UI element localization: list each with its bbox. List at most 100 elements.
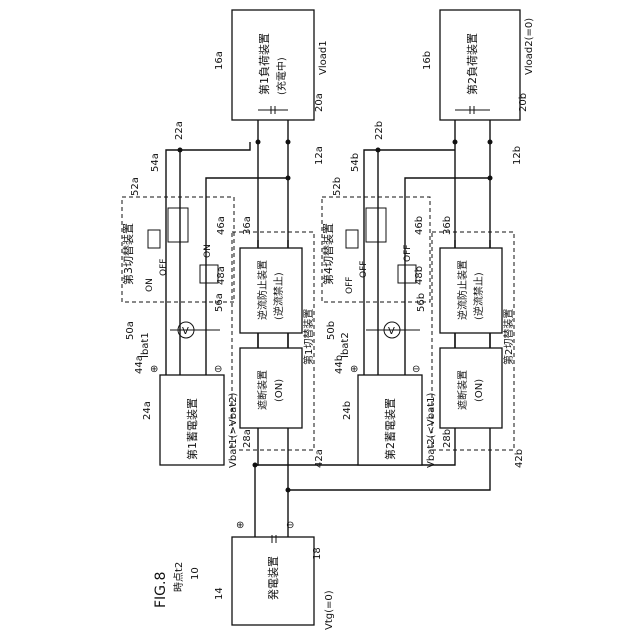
- switch4-off-label-b: OFF: [359, 261, 369, 278]
- load1-state: (充電中): [275, 57, 288, 95]
- load1-voltage: Vload1: [318, 40, 329, 75]
- storage2-minus: ⊖: [412, 364, 420, 375]
- line-ref-12b: 12b: [512, 146, 523, 165]
- load1-name: 第1負荷装置: [257, 33, 271, 95]
- storage2-name: 第2蓄電装置: [383, 398, 397, 460]
- switch3-off-label: OFF: [159, 259, 169, 276]
- figure-title: FIG.8: [153, 572, 169, 608]
- load1-cap-ref: 20a: [314, 93, 325, 112]
- breaker2-ref: 28b: [442, 429, 453, 448]
- switch3-ref-54a: 54a: [150, 153, 161, 172]
- storage1-voltage: Vbat1(>Vbat2): [228, 393, 239, 468]
- storage1-current-ref: 44a: [134, 355, 145, 374]
- switch3-ref-46a: 46a: [216, 216, 227, 235]
- junction-dot: [286, 140, 291, 145]
- line-ref-12a: 12a: [314, 146, 325, 165]
- switch3-frame: [122, 197, 234, 302]
- generator-name: 発電装置: [266, 556, 280, 600]
- switch4-name: 第4切替装置: [321, 223, 335, 285]
- switch3-on-label: ON: [145, 278, 155, 292]
- load2-voltage: Vload2(=0): [524, 18, 535, 75]
- switch2-block: 逆流防止装置 (逆流禁止) 36b 遮断装置 (ON) 28b 第2切替装置 4…: [432, 216, 525, 468]
- backflow2-state: (逆流禁止): [472, 272, 485, 320]
- figure-title-block: FIG.8 時点t2 10: [153, 562, 201, 608]
- load2-name: 第2負荷装置: [465, 33, 479, 95]
- storage1-minus: ⊖: [214, 364, 222, 375]
- storage1-block: 第1蓄電装置 24a Vbat1(>Vbat2): [142, 375, 239, 468]
- figure-number: 10: [190, 567, 201, 580]
- switch1-ref: 42a: [314, 449, 325, 468]
- generator-plus-symbol: ⊕: [236, 520, 244, 531]
- line-refs: 22a 12a 22b 12b: [174, 121, 523, 165]
- breaker1-box: [240, 348, 302, 428]
- switch4-frame: [322, 197, 430, 302]
- switch4-sw3-state: OFF: [403, 245, 413, 262]
- storage2-plus: ⊕: [350, 364, 358, 375]
- storage1-name: 第1蓄電装置: [185, 398, 199, 460]
- junction-dot: [453, 140, 458, 145]
- switch3-ref-48a: 48a: [216, 266, 227, 285]
- load2-ref: 16b: [422, 51, 433, 70]
- backflow2-box: [440, 248, 502, 333]
- load1-block: 第1負荷装置 (充電中) 16a Vload1 20a: [214, 10, 329, 120]
- voltmeter1-ref: 56a: [214, 293, 225, 312]
- generator-voltage: Vtg(=0): [324, 590, 335, 630]
- backflow1-box: [240, 248, 302, 333]
- storage1-current: Ibat1: [140, 332, 151, 358]
- switch3-sw3-state: ON: [203, 244, 213, 258]
- figure-subtitle: 時点t2: [173, 562, 185, 592]
- voltmeter2-ref: 56b: [416, 293, 427, 312]
- breaker2-name: 遮断装置: [456, 370, 469, 410]
- switch3-ref-52a: 52a: [130, 177, 141, 196]
- generator-ref: 14: [214, 587, 225, 600]
- breaker2-box: [440, 348, 502, 428]
- storage2-current: Ibat2: [340, 332, 351, 358]
- junction-dot: [488, 176, 493, 181]
- switch4-ref-48b: 48b: [414, 266, 425, 285]
- switch4-resistor: [346, 230, 358, 248]
- generator-cap-ref: 18: [312, 547, 323, 560]
- storage1-plus: ⊕: [150, 364, 158, 375]
- switch3-name: 第3切替装置: [121, 223, 135, 285]
- load1-box: [232, 10, 314, 120]
- breaker2-state: (ON): [474, 379, 485, 402]
- line-ref-22b: 22b: [374, 121, 385, 140]
- switch3-ref: 50a: [125, 321, 136, 340]
- switch4-ref-52b: 52b: [332, 177, 343, 196]
- load2-block: 第2負荷装置 16b Vload2(=0) 20b: [422, 10, 535, 120]
- switch3-resistor: [148, 230, 160, 248]
- switch4-ref: 50b: [326, 321, 337, 340]
- storage1-ref: 24a: [142, 401, 153, 420]
- load1-ref: 16a: [214, 51, 225, 70]
- voltmeter2-symbol: V: [388, 326, 395, 337]
- switch4-block: 第4切替装置 50b 52b 54b OFF OFF 46b OFF 48b: [321, 153, 430, 340]
- breaker1-state: (ON): [274, 379, 285, 402]
- breaker1-ref: 28a: [242, 429, 253, 448]
- storage2-current-ref: 44b: [334, 355, 345, 374]
- voltmeter1: V 56a: [178, 293, 225, 338]
- backflow2-name: 逆流防止装置: [456, 260, 469, 320]
- switch1-block-ref: 36a: [242, 216, 253, 235]
- switch1-name: 第1切替装置: [302, 309, 315, 365]
- junction-dot: [488, 140, 493, 145]
- generator-block: 発電装置 14 Vtg(=0) 18 ⊕ ⊖: [214, 520, 335, 630]
- switch2-block-ref: 36b: [442, 216, 453, 235]
- switch4-off-label-a: OFF: [345, 277, 355, 294]
- storage2-ref: 24b: [342, 401, 353, 420]
- switch2-ref: 42b: [514, 449, 525, 468]
- backflow1-name: 逆流防止装置: [256, 260, 269, 320]
- breaker1-name: 遮断装置: [256, 370, 269, 410]
- junction-dot: [253, 463, 258, 468]
- storage2-block: 第2蓄電装置 24b Vbat2(<Vbat1): [342, 375, 437, 468]
- switch2-name: 第2切替装置: [502, 309, 515, 365]
- backflow1-state: (逆流禁止): [272, 272, 285, 320]
- switch4-ref-46b: 46b: [414, 216, 425, 235]
- switch4-relay: [366, 208, 386, 242]
- junction-dot: [286, 176, 291, 181]
- junction-dot: [178, 148, 183, 153]
- junction-dot: [376, 148, 381, 153]
- load2-cap-ref: 20b: [518, 93, 529, 112]
- junction-dot: [286, 488, 291, 493]
